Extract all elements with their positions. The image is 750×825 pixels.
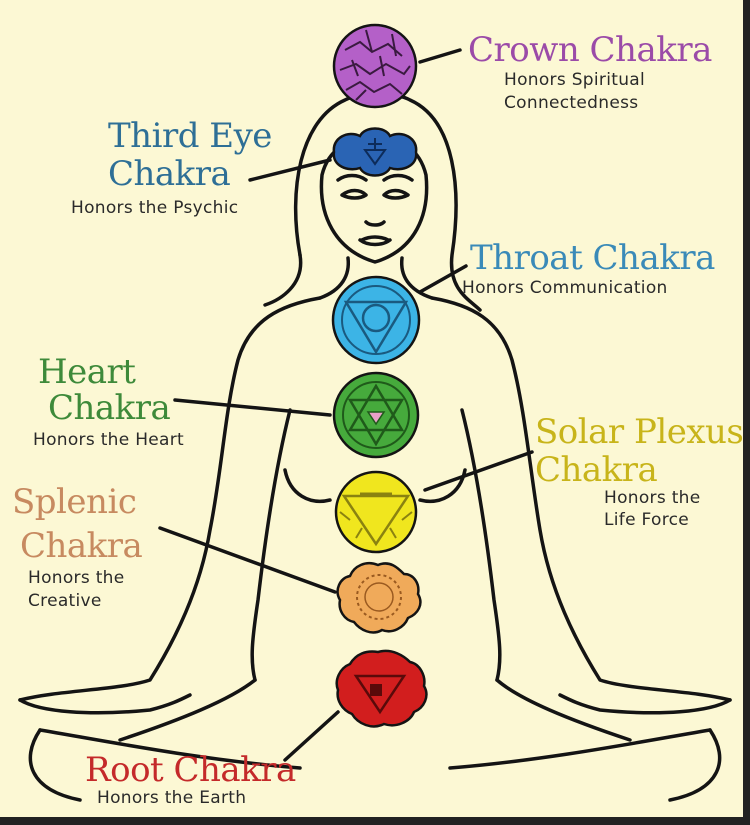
throat-sub: Honors Communication	[462, 278, 668, 298]
lower-outline	[28, 728, 722, 802]
heart-pointer	[173, 398, 332, 417]
neck-left	[318, 256, 351, 300]
left-breast	[283, 468, 332, 503]
root-chakra-symbol	[335, 649, 428, 728]
right-shoulder-arm	[430, 296, 732, 702]
crown-pointer	[418, 48, 462, 64]
solar-plexus-title-2: Chakra	[535, 450, 658, 490]
hair-left-fall	[263, 253, 303, 307]
heart-chakra-symbol	[332, 371, 420, 459]
root-sub: Honors the Earth	[97, 788, 247, 808]
splenic-chakra-symbol	[336, 561, 422, 634]
left-torso	[250, 408, 292, 682]
neck-right	[399, 256, 434, 300]
right-leg	[448, 728, 712, 770]
splenic-sub-1: Honors the	[28, 568, 125, 588]
third-eye-title-1: Third Eye	[108, 116, 272, 156]
third-eye-chakra-symbol	[332, 127, 418, 177]
nose	[364, 220, 386, 227]
root-pointer	[283, 710, 340, 762]
splenic-title-2: Chakra	[20, 526, 143, 566]
throat-title: Throat Chakra	[470, 238, 715, 278]
left-hand	[18, 693, 192, 715]
throat-pointer	[418, 264, 468, 294]
crown-sub-1: Honors Spiritual	[504, 70, 646, 90]
third-eye-pointer	[248, 158, 332, 182]
root-title: Root Chakra	[85, 750, 296, 790]
right-torso	[460, 408, 502, 682]
hair-outline	[293, 92, 482, 312]
solar-plexus-sub-2: Life Force	[604, 510, 690, 530]
third-eye-sub: Honors the Psychic	[71, 198, 239, 218]
crossed-legs	[118, 678, 632, 742]
splenic-title-1: Splenic	[12, 482, 137, 522]
solar-plexus-sub-1: Honors the	[604, 488, 701, 508]
splenic-pointer	[158, 526, 337, 594]
heart-title-2: Chakra	[48, 388, 171, 428]
crown-sub-2: Connectedness	[504, 93, 639, 113]
throat-chakra-symbol	[331, 275, 421, 365]
left-leg	[38, 728, 302, 770]
right-eye	[382, 188, 410, 200]
left-shoulder-arm	[18, 296, 322, 702]
splenic-sub-2: Creative	[28, 591, 102, 611]
heart-title-1: Heart	[38, 352, 136, 392]
right-border	[743, 0, 750, 825]
crown-title: Crown Chakra	[468, 30, 712, 70]
right-hand	[558, 693, 732, 715]
solar-plexus-chakra-symbol	[334, 470, 418, 554]
crown-chakra-symbol	[332, 23, 418, 109]
left-brow	[336, 173, 368, 182]
bottom-border	[0, 817, 750, 825]
heart-sub: Honors the Heart	[33, 430, 185, 450]
right-brow	[382, 173, 414, 182]
mouth	[358, 235, 392, 247]
third-eye-title-2: Chakra	[108, 154, 231, 194]
left-eye	[340, 188, 368, 200]
solar-plexus-pointer	[423, 450, 534, 492]
solar-plexus-title-1: Solar Plexus	[535, 412, 744, 452]
